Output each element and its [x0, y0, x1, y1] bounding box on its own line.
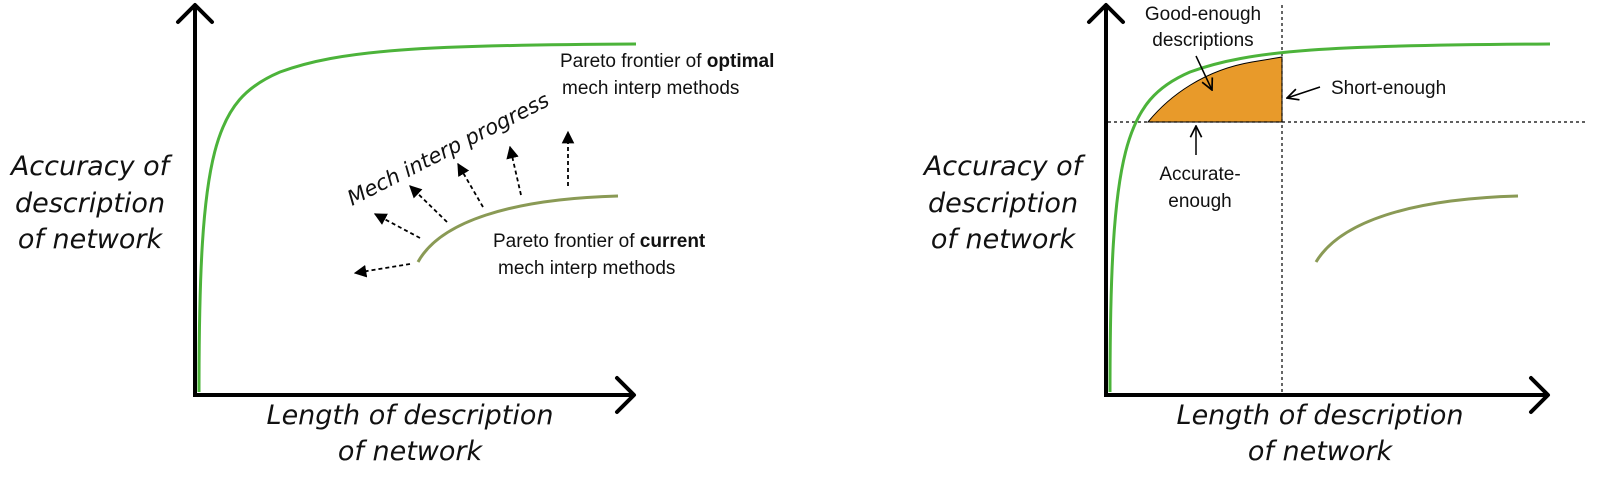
progress-arrows [353, 130, 575, 278]
left-optimal-frontier-label-line2: mech interp methods [562, 78, 739, 99]
left-axes [176, 3, 636, 414]
right-x-axis-arrowhead [1529, 376, 1550, 414]
left-current-frontier-label-line2: mech interp methods [498, 258, 675, 279]
right-y-axis-arrowhead [1087, 3, 1125, 24]
left-panel: Mech interp progress Pareto frontier of … [9, 3, 774, 467]
left-current-frontier-curve [416, 194, 619, 263]
progress-arrow [506, 145, 522, 196]
left-x-axis-title-line2: of network [338, 436, 484, 467]
good-enough-label-line1: Good-enough [1145, 4, 1261, 25]
left-optimal-frontier-label: Pareto frontier of optimal [560, 51, 774, 72]
left-optimal-frontier-curve [197, 42, 637, 393]
right-y-axis-title-line1: Accuracy of [922, 151, 1086, 182]
left-x-axis-title: Length of description of network [267, 400, 554, 467]
right-y-axis-title: Accuracy of description of network [922, 151, 1086, 255]
right-x-axis-title: Length of description of network [1177, 400, 1464, 467]
left-y-axis-title-line1: Accuracy of [9, 151, 173, 182]
left-y-axis-title-line2: description [15, 188, 165, 219]
progress-arrow [457, 162, 484, 208]
right-optimal-frontier-curve [1108, 42, 1551, 393]
right-axes [1087, 3, 1550, 414]
right-y-axis-title-line3: of network [931, 224, 1077, 255]
left-y-axis-title: Accuracy of description of network [9, 151, 173, 255]
left-current-frontier-label: Pareto frontier of current [493, 231, 706, 252]
short-enough-pointer [1287, 86, 1321, 98]
right-x-axis-title-line1: Length of description [1177, 400, 1464, 431]
good-enough-label-line2: descriptions [1152, 30, 1253, 51]
right-y-axis-title-line2: description [928, 188, 1078, 219]
left-y-axis-title-line3: of network [18, 224, 164, 255]
right-panel: Good-enough descriptions Short-enough Ac… [922, 3, 1585, 467]
left-y-axis-arrowhead [176, 3, 214, 24]
progress-arrow [353, 263, 411, 278]
progress-arrow [373, 213, 421, 239]
accurate-enough-label-line1: Accurate- [1159, 164, 1240, 185]
left-x-axis-title-line1: Length of description [267, 400, 554, 431]
progress-arrow [409, 185, 448, 223]
good-enough-pointer [1195, 55, 1212, 90]
short-enough-label: Short-enough [1331, 78, 1446, 99]
left-x-axis-arrowhead [615, 376, 636, 414]
right-x-axis-title-line2: of network [1248, 436, 1394, 467]
accurate-enough-label-line2: enough [1168, 191, 1231, 212]
good-enough-region [1146, 56, 1283, 123]
right-current-frontier-curve [1314, 194, 1519, 263]
progress-label: Mech interp progress [343, 88, 553, 211]
